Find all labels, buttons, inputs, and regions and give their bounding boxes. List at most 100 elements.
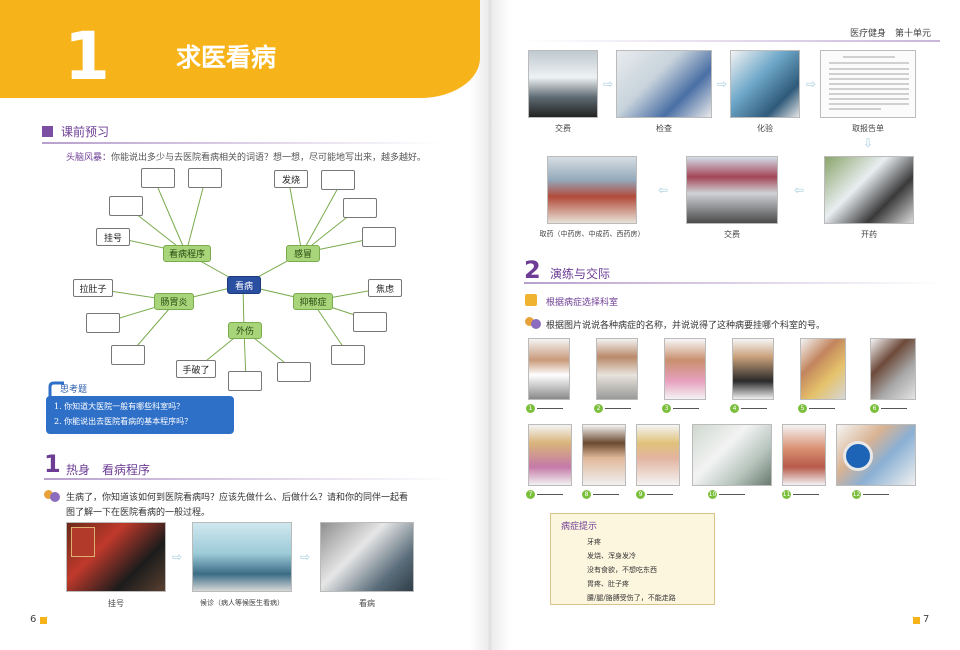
- arrow-right-icon: ⇨: [603, 77, 614, 91]
- symptom-photo-5: [800, 338, 846, 400]
- photo-examination: [616, 50, 712, 118]
- mindmap-lines: [89, 187, 386, 381]
- symptom-photo-8: [582, 424, 626, 486]
- hint-line-4: 胃疼、肚子疼: [587, 580, 629, 588]
- mindmap-blank-box[interactable]: [86, 313, 120, 333]
- section-1-title: 热身 看病程序: [66, 463, 151, 477]
- arrow-right-icon: ⇨: [172, 550, 183, 564]
- mindmap-blank-box[interactable]: [362, 227, 396, 247]
- photo-prescription: [824, 156, 914, 224]
- mindmap-branch-cold: 感冒: [286, 245, 320, 262]
- caption-lab-test: 化验: [757, 124, 773, 133]
- photo-caption-waiting: 候诊（病人等候医生看病）: [200, 599, 284, 607]
- caption-report: 取报告单: [852, 124, 884, 133]
- mindmap-blank-box[interactable]: [353, 312, 387, 332]
- arrow-left-icon: ⇦: [658, 183, 669, 197]
- answer-slot-6[interactable]: 6: [870, 404, 907, 413]
- photo-caption-consult: 看病: [359, 599, 375, 608]
- answer-slot-2[interactable]: 2: [594, 404, 631, 413]
- answer-slot-10[interactable]: 10: [708, 490, 745, 499]
- section-2-number: 2: [524, 256, 541, 284]
- think-question-2: 2. 你能说出去医院看病的基本程序吗？: [54, 417, 193, 426]
- photo-pay: [528, 50, 598, 118]
- answer-slot-9[interactable]: 9: [636, 490, 673, 499]
- answer-slot-7[interactable]: 7: [526, 490, 563, 499]
- number-circle: 1: [526, 404, 535, 413]
- brainstorm-prompt: 头脑风暴：你能说出多少与去医院看病相关的词语？想一想，尽可能地写出来，越多越好。: [66, 150, 466, 163]
- think-tag-hook-icon: [48, 381, 64, 397]
- running-header: 医疗健身 第十单元: [850, 29, 932, 39]
- mindmap-blank-box[interactable]: [343, 198, 377, 218]
- photo-waiting-room: [192, 522, 292, 592]
- arrow-right-icon: ⇨: [300, 550, 311, 564]
- symptom-hint-box: 病症提示 牙疼 发烧、浑身发冷 没有食欲，不想吃东西 胃疼、肚子疼 腰/腿/胳膊…: [550, 513, 715, 605]
- photo-caption-register: 挂号: [108, 599, 124, 608]
- answer-slot-5[interactable]: 5: [798, 404, 835, 413]
- answer-slot-3[interactable]: 3: [662, 404, 699, 413]
- hint-line-1: 牙疼: [587, 538, 601, 546]
- number-circle: 3: [662, 404, 671, 413]
- page-number-right: 7: [923, 614, 930, 625]
- caption-examination: 检查: [656, 124, 672, 133]
- mindmap-branch-gastritis: 肠胃炎: [154, 293, 194, 310]
- mindmap-blank-box[interactable]: [109, 196, 143, 216]
- task-icon: [525, 294, 537, 306]
- number-circle: 7: [526, 490, 535, 499]
- number-circle: 10: [708, 490, 717, 499]
- mindmap-blank-box[interactable]: [321, 170, 355, 190]
- symptom-photo-12: [836, 424, 916, 486]
- caption-pay-2: 交费: [724, 230, 740, 239]
- number-circle: 8: [582, 490, 591, 499]
- hint-line-3: 没有食欲，不想吃东西: [587, 566, 657, 574]
- photo-report: [820, 50, 916, 118]
- brainstorm-text: 你能说出多少与去医院看病相关的词语？想一想，尽可能地写出来，越多越好。: [111, 153, 427, 163]
- mindmap-word-diarrhea: 拉肚子: [73, 279, 113, 297]
- unit-title: 求医看病: [176, 43, 277, 72]
- alarm-clock-icon: [843, 441, 873, 471]
- number-circle: 12: [852, 490, 861, 499]
- number-circle: 5: [798, 404, 807, 413]
- pair-work-icon: [44, 490, 60, 502]
- think-tag: 思考题: [60, 385, 88, 395]
- section-preview: 课前预习: [42, 121, 109, 141]
- mindmap-blank-box[interactable]: [141, 168, 175, 188]
- answer-slot-12[interactable]: 12: [852, 490, 889, 499]
- think-questions-box: 1. 你知道大医院一般有哪些科室吗？ 2. 你能说出去医院看病的基本程序吗？: [46, 396, 234, 434]
- report-lines: [829, 56, 909, 110]
- mindmap-word-register: 挂号: [96, 228, 130, 246]
- hint-title: 病症提示: [561, 522, 598, 532]
- arrow-right-icon: ⇨: [806, 77, 817, 91]
- hint-line-5: 腰/腿/胳膊受伤了，不能走路: [587, 594, 676, 602]
- section-2-title: 演练与交际: [550, 267, 611, 281]
- mindmap-center-node: 看病: [227, 276, 261, 294]
- number-circle: 11: [782, 490, 791, 499]
- mindmap-word-cut-hand: 手破了: [176, 360, 216, 378]
- caption-pay-1: 交费: [555, 124, 571, 133]
- symptom-photo-4: [732, 338, 774, 400]
- photo-pharmacy: [547, 156, 637, 224]
- photo-lab-test: [730, 50, 800, 118]
- section-1-underline: [44, 478, 454, 480]
- hint-line-2: 发烧、浑身发冷: [587, 552, 636, 560]
- mindmap-word-anxiety: 焦虑: [368, 279, 402, 297]
- sub-title-choose-department: 根据病症选择科室: [546, 298, 619, 308]
- symptom-photo-1: [528, 338, 570, 400]
- mindmap-branch-injury: 外伤: [228, 322, 262, 339]
- answer-slot-8[interactable]: 8: [582, 490, 619, 499]
- mindmap-branch-depression: 抑郁症: [293, 293, 333, 310]
- symptom-photo-6: [870, 338, 916, 400]
- mindmap-blank-box[interactable]: [228, 371, 262, 391]
- answer-slot-11[interactable]: 11: [782, 490, 819, 499]
- mindmap-blank-box[interactable]: [188, 168, 222, 188]
- answer-slot-4[interactable]: 4: [730, 404, 767, 413]
- mindmap-blank-box[interactable]: [111, 345, 145, 365]
- mindmap-branch-procedure: 看病程序: [163, 245, 211, 262]
- arrow-right-icon: ⇨: [717, 77, 728, 91]
- unit-header-band: [0, 0, 480, 98]
- mindmap-blank-box[interactable]: [331, 345, 365, 365]
- mindmap-blank-box[interactable]: [277, 362, 311, 382]
- answer-slot-1[interactable]: 1: [526, 404, 563, 413]
- section-1-number: 1: [44, 450, 61, 478]
- symptom-photo-3: [664, 338, 706, 400]
